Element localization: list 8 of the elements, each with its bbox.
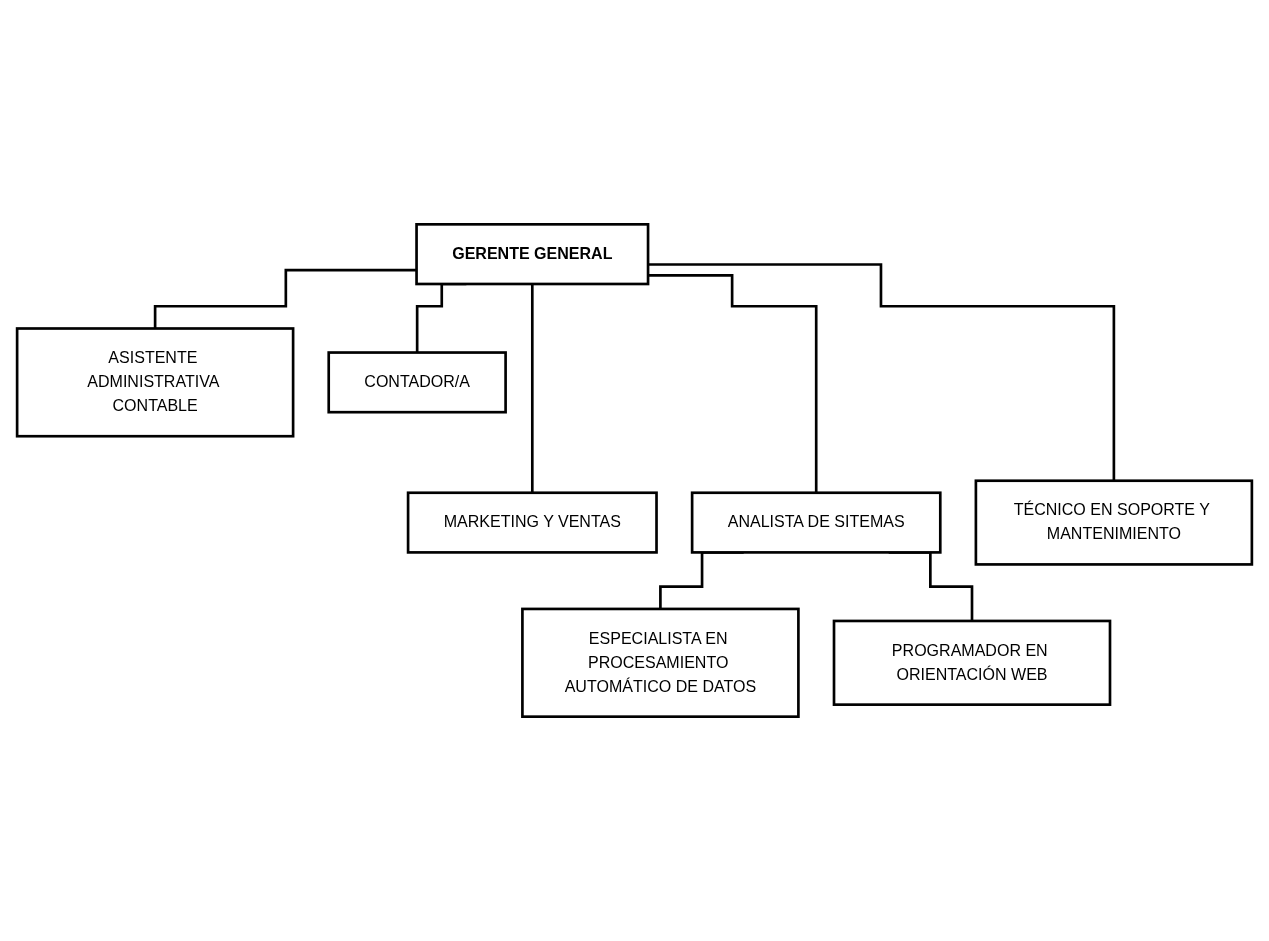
node-box: ESPECIALISTA EN PROCESAMIENTO AUTOMÁTICO DE DATOS (521, 607, 800, 718)
node-box: ASISTENTE ADMINISTRATIVA CONTABLE (15, 327, 295, 438)
node-box: ANALISTA DE SITEMAS (690, 491, 942, 554)
node-box: MARKETING Y VENTAS (406, 491, 658, 554)
node-box: TÉCNICO EN SOPORTE Y MANTENIMIENTO (974, 479, 1254, 566)
node-box: CONTADOR/A (327, 351, 507, 414)
node-box: PROGRAMADOR EN ORIENTACIÓN WEB (832, 619, 1112, 706)
node-box: GERENTE GENERAL (415, 223, 650, 286)
